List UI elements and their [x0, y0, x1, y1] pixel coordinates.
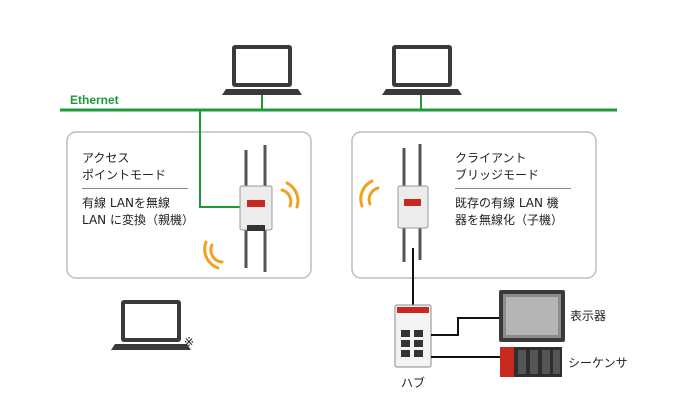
ap-mode-desc-line2: LAN に変換（親機）	[82, 213, 194, 227]
ap-mode-title-line1: アクセス	[82, 151, 130, 165]
display-label: 表示器	[570, 309, 607, 323]
client-mode-title-line2: ブリッジモード	[455, 168, 540, 182]
note-mark: ※	[184, 335, 195, 349]
ap-mode-title-line2: ポイントモード	[82, 168, 167, 182]
ap-link	[199, 110, 240, 208]
hub-icon	[394, 304, 432, 368]
sequencer-label: シーケンサ	[568, 356, 628, 370]
client-mode-box	[351, 131, 597, 279]
client-mode-divider	[455, 188, 571, 189]
display-icon	[499, 290, 565, 342]
client-mode-title-line1: クライアント	[455, 151, 527, 165]
laptop-icon	[111, 300, 191, 350]
ap-mode-desc-line1: 有線 LANを無線	[82, 196, 170, 210]
hub-display-cable	[431, 317, 500, 336]
laptop-icon	[382, 45, 462, 95]
client-bridge-icon	[397, 144, 429, 262]
wireless-icon	[203, 181, 300, 270]
wireless-icon	[359, 179, 380, 208]
laptop-icon	[222, 45, 302, 95]
client-mode-desc-line2: 器を無線化（子機）	[455, 213, 564, 227]
access-point-icon	[239, 145, 273, 272]
sequencer-icon	[500, 347, 562, 377]
hub-label: ハブ	[401, 376, 426, 390]
client-mode-desc-line1: 既存の有線 LAN 機	[455, 196, 559, 210]
ap-mode-box	[66, 131, 312, 279]
ethernet-label: Ethernet	[70, 93, 119, 107]
ap-mode-divider	[82, 188, 188, 189]
